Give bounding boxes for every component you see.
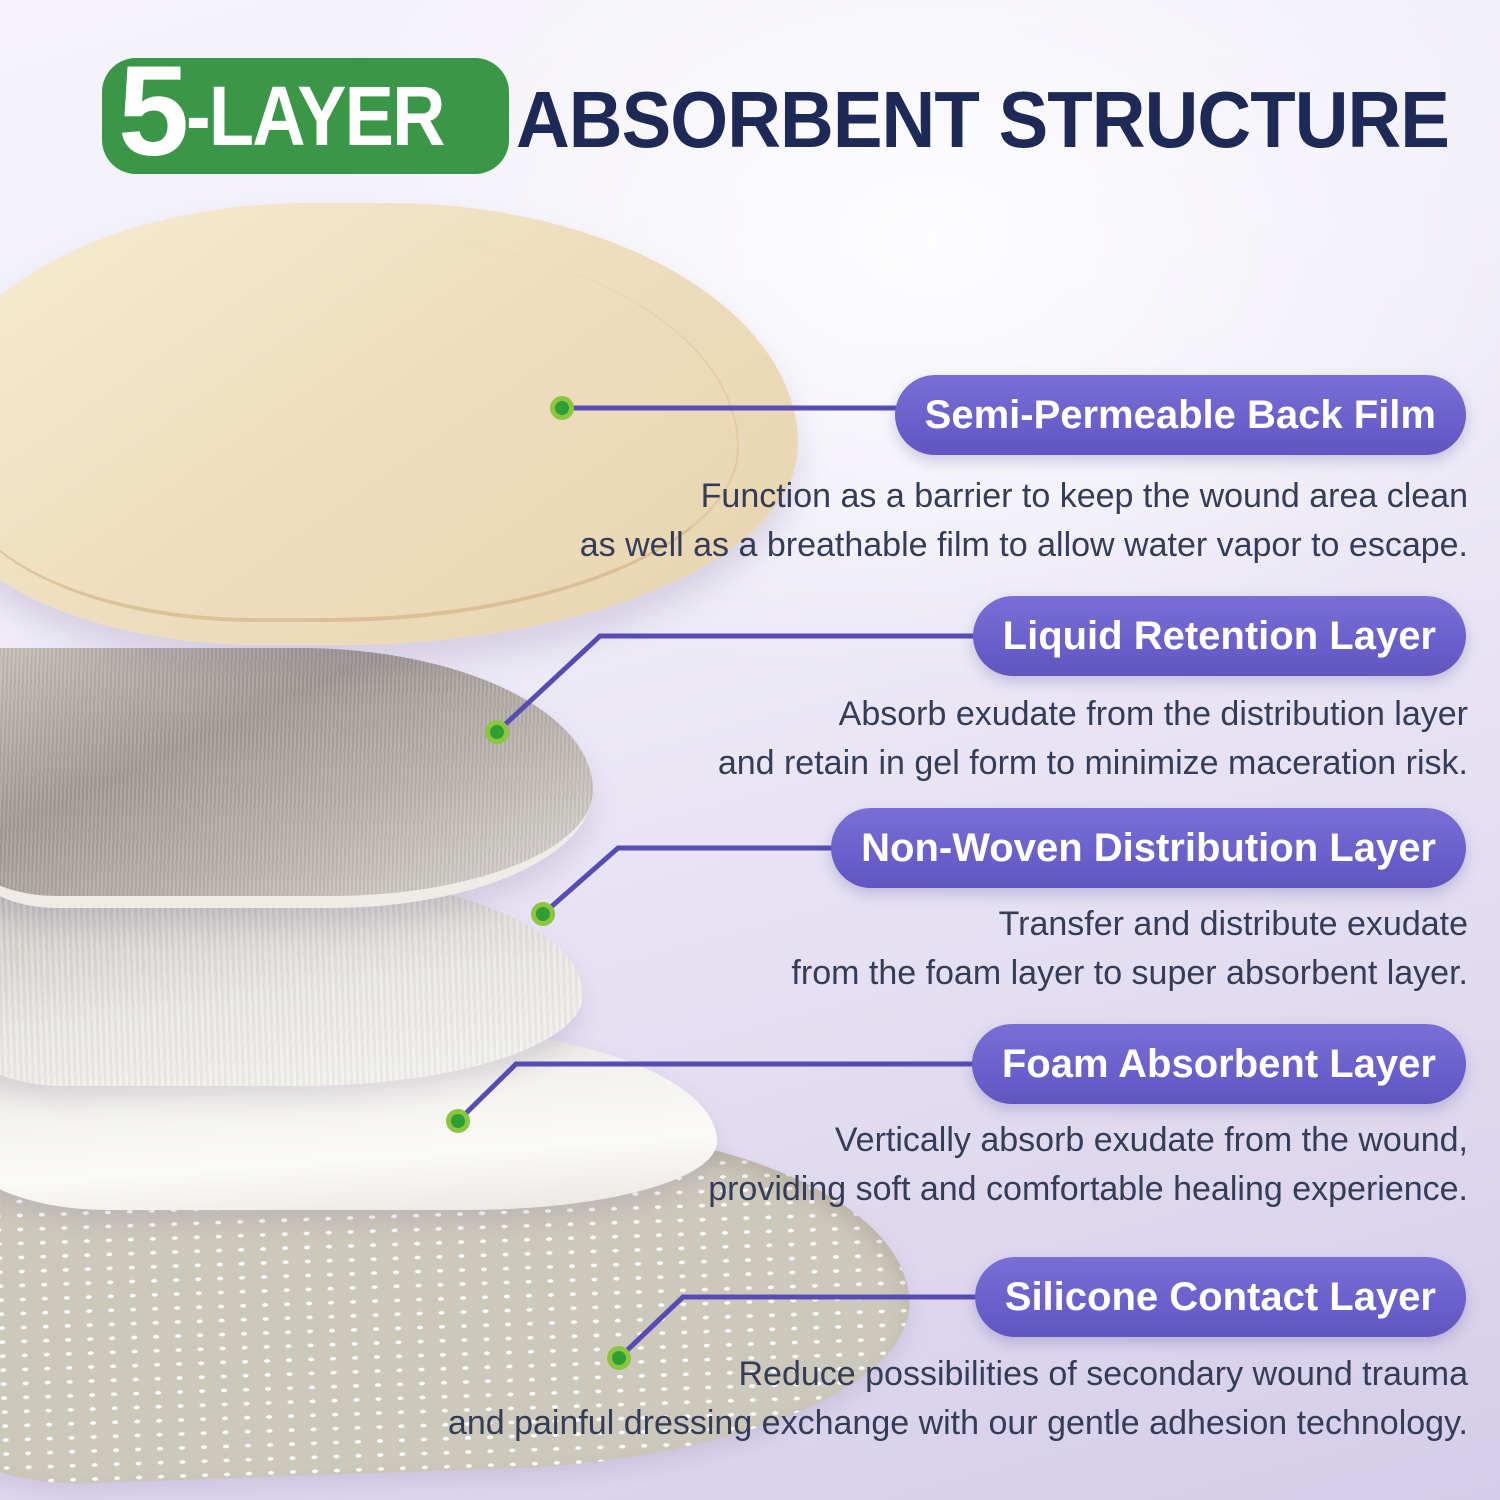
description-line: Transfer and distribute exudate (998, 905, 1468, 943)
description-line: Function as a barrier to keep the wound … (700, 477, 1468, 515)
marker-dot-nonwoven-distribution (531, 902, 555, 926)
label-text-silicone-contact: Silicone Contact Layer (1004, 1274, 1436, 1319)
description-nonwoven-distribution: Transfer and distribute exudate from the… (791, 900, 1468, 999)
description-foam-absorbent: Vertically absorb exudate from the wound… (708, 1116, 1468, 1215)
description-line: Absorb exudate from the distribution lay… (838, 695, 1468, 733)
page-title: ABSORBENT STRUCTURE (516, 75, 1450, 164)
description-silicone-contact: Reduce possibilities of secondary wound … (448, 1350, 1468, 1449)
description-line: and painful dressing exchange with our g… (447, 1404, 1468, 1443)
description-line: providing soft and comfortable healing e… (708, 1170, 1468, 1209)
marker-dot-foam-absorbent (446, 1109, 470, 1133)
label-pill-nonwoven-distribution: Non-Woven Distribution Layer (831, 808, 1466, 888)
label-text-liquid-retention: Liquid Retention Layer (1002, 613, 1436, 658)
description-line: as well as a breathable film to allow wa… (579, 526, 1468, 565)
badge-number: 5 (118, 40, 189, 183)
layer-illustration-liquid-retention (0, 648, 593, 908)
label-text-back-film: Semi-Permeable Back Film (924, 392, 1436, 437)
layer-illustration-back-film (0, 203, 798, 645)
label-pill-foam-absorbent: Foam Absorbent Layer (971, 1024, 1466, 1104)
label-pill-silicone-contact: Silicone Contact Layer (974, 1257, 1466, 1337)
label-text-foam-absorbent: Foam Absorbent Layer (1001, 1041, 1436, 1086)
label-pill-back-film: Semi-Permeable Back Film (894, 375, 1466, 455)
marker-dot-liquid-retention (485, 720, 509, 744)
label-text-nonwoven-distribution: Non-Woven Distribution Layer (861, 825, 1436, 870)
description-line: Vertically absorb exudate from the wound… (834, 1121, 1468, 1159)
description-line: and retain in gel form to minimize macer… (717, 744, 1468, 783)
description-line: from the foam layer to super absorbent l… (791, 954, 1468, 993)
marker-dot-back-film (550, 396, 574, 420)
label-pill-liquid-retention: Liquid Retention Layer (972, 596, 1466, 676)
description-liquid-retention: Absorb exudate from the distribution lay… (718, 690, 1468, 789)
layer-illustration-nonwoven-distribution (0, 874, 583, 1086)
badge-suffix: -LAYER (186, 68, 446, 163)
description-line: Reduce possibilities of secondary wound … (738, 1355, 1468, 1393)
description-back-film: Function as a barrier to keep the wound … (580, 472, 1468, 571)
five-layer-badge: 5 -LAYER (102, 48, 510, 176)
